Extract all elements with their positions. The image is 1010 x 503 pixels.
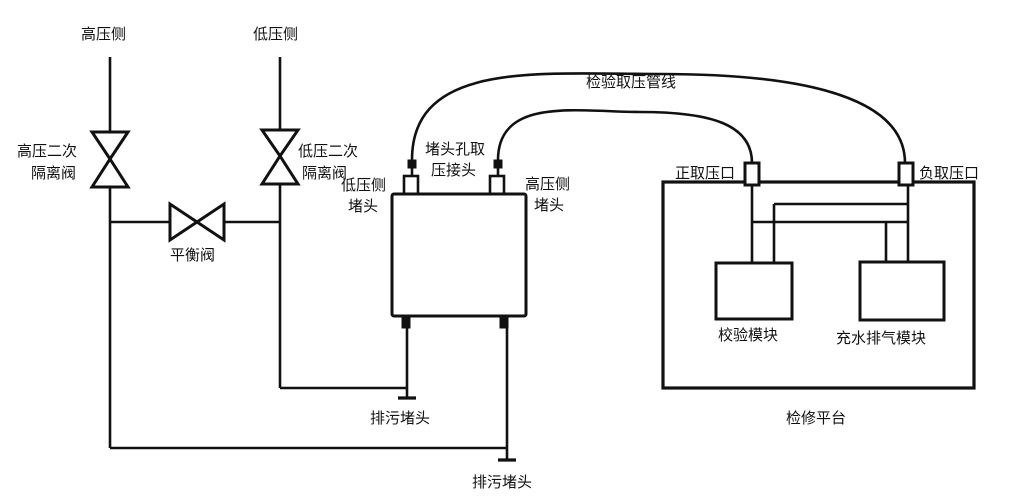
label-test-pipe: 检验取压管线	[586, 73, 676, 91]
label-low-plug-2: 堵头	[348, 197, 378, 215]
low-pressure-line	[278, 57, 407, 390]
test-pressure-tubing	[410, 72, 907, 164]
label-high-iso-valve-1: 高压二次	[17, 142, 77, 160]
label-low-iso-valve-1: 低压二次	[298, 142, 358, 160]
transmitter-body	[390, 159, 528, 329]
label-high-plug-1: 高压侧	[525, 175, 570, 193]
label-high-plug-2: 堵头	[534, 196, 564, 214]
label-high-iso-valve-2: 隔离阀	[31, 164, 76, 182]
label-low-side: 低压侧	[253, 25, 298, 43]
low-iso-valve[interactable]	[259, 128, 301, 186]
maintenance-platform	[661, 161, 976, 390]
balance-valve[interactable]	[168, 201, 226, 243]
label-platform: 检修平台	[786, 409, 846, 427]
label-low-plug-1: 低压侧	[341, 176, 386, 194]
label-calib-module: 校验模块	[718, 326, 778, 344]
label-drain-plug-2: 排污堵头	[472, 473, 532, 491]
label-pos-port: 正取压口	[675, 164, 735, 182]
drain-plug-2[interactable]	[498, 328, 516, 462]
label-plug-tap-2: 压接头	[431, 161, 476, 179]
label-neg-port: 负取压口	[919, 164, 979, 182]
label-plug-tap-1: 堵头孔取	[425, 140, 485, 158]
drain-plug-1[interactable]	[398, 328, 416, 400]
label-drain-plug-1: 排污堵头	[370, 409, 430, 427]
label-high-side: 高压侧	[81, 25, 126, 43]
label-balance-valve: 平衡阀	[170, 246, 215, 264]
label-low-iso-valve-2: 隔离阀	[302, 164, 347, 182]
high-iso-valve[interactable]	[89, 130, 131, 189]
high-pressure-line	[108, 57, 507, 450]
label-fill-module: 充水排气模块	[836, 329, 926, 347]
